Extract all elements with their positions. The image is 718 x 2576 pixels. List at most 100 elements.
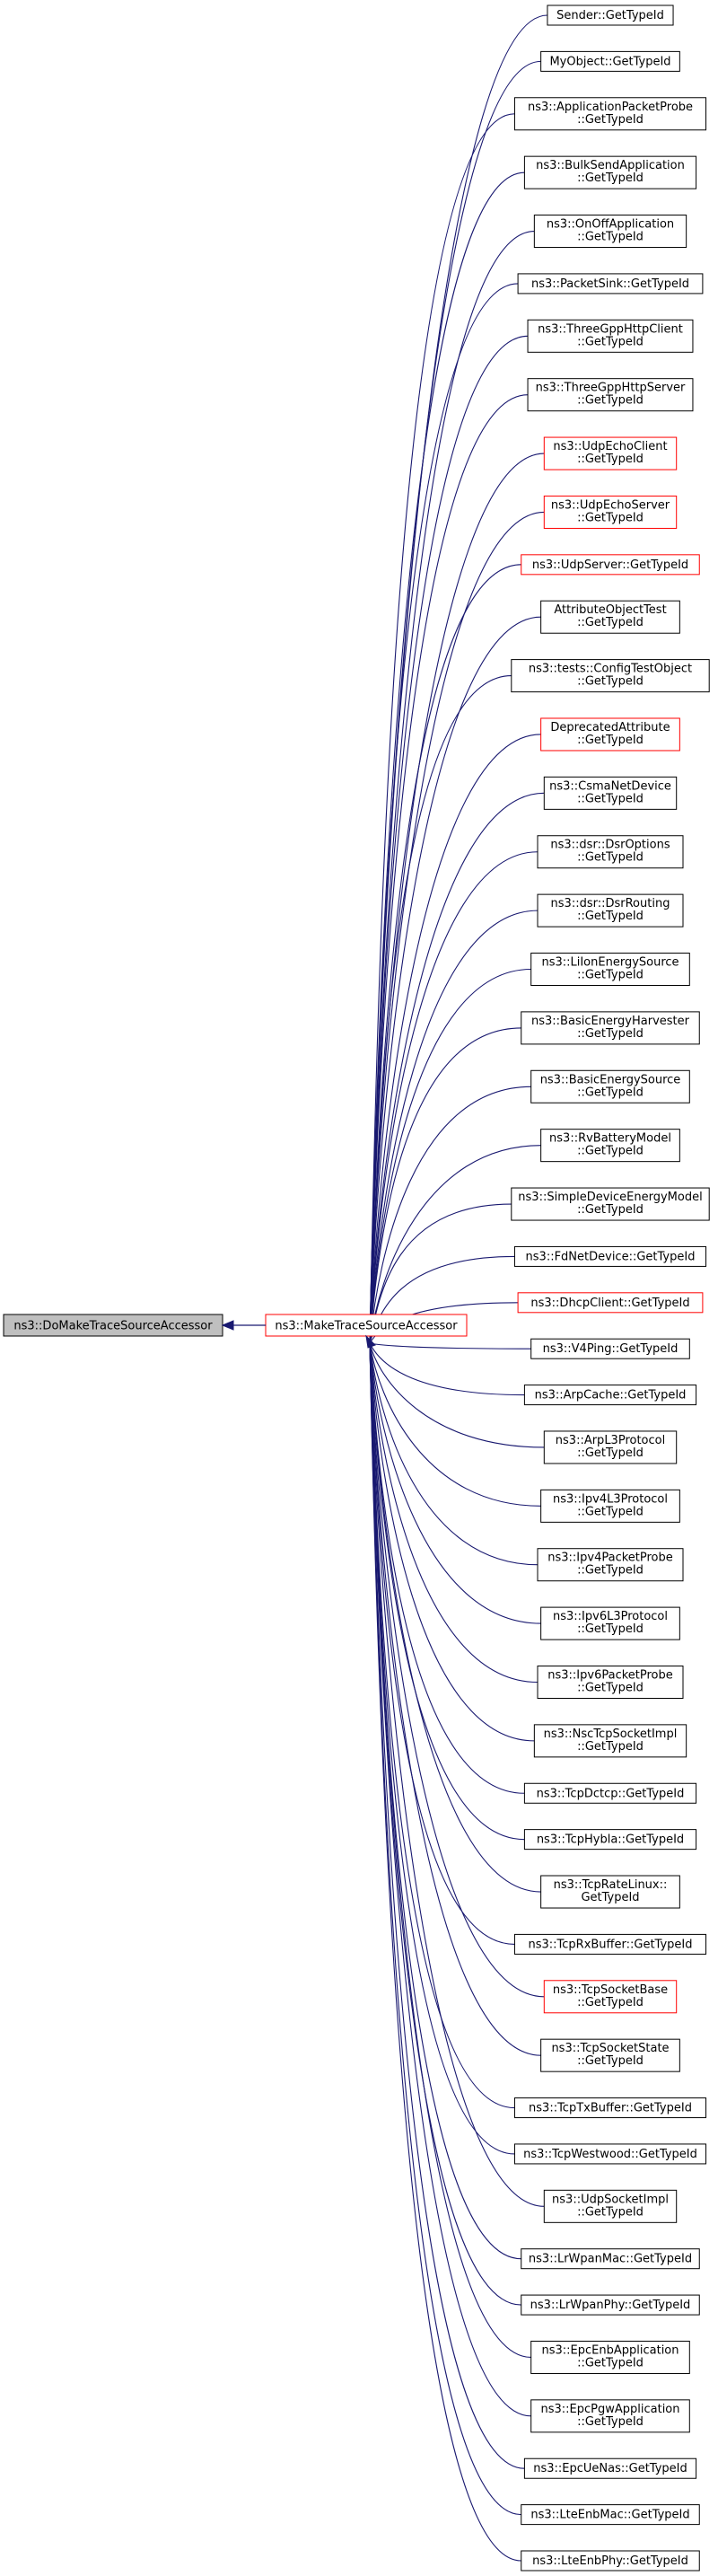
caller-node-box [521, 2504, 700, 2526]
caller-node[interactable]: ns3::LteEnbPhy::GetTypeId [521, 2550, 700, 2572]
caller-node-label: ns3::LrWpanPhy::GetTypeId [530, 2299, 691, 2312]
caller-node-box [537, 893, 684, 928]
caller-node-label: ns3::DhcpClient::GetTypeId [530, 1297, 689, 1310]
caller-node[interactable]: ns3::OnOffApplication::GetTypeId [533, 215, 687, 249]
caller-node-box [527, 378, 694, 412]
call-edge [369, 1342, 538, 1684]
caller-node[interactable]: ns3::UdpEchoClient::GetTypeId [543, 436, 678, 470]
caller-node-box [521, 2294, 700, 2316]
caller-node[interactable]: ns3::CsmaNetDevice::GetTypeId [543, 776, 678, 810]
caller-node-box [521, 2550, 700, 2572]
caller-node[interactable]: DeprecatedAttribute::GetTypeId [540, 717, 680, 752]
caller-node-box [543, 436, 678, 470]
caller-node-label: ::GetTypeId [577, 1681, 644, 1694]
caller-node-label: ::GetTypeId [577, 1996, 644, 2009]
caller-node[interactable]: ns3::UdpSocketImpl::GetTypeId [543, 2189, 678, 2223]
caller-node-label: ns3::TcpRateLinux:: [554, 1878, 668, 1892]
caller-node-label: ::GetTypeId [577, 2054, 644, 2068]
caller-node[interactable]: ns3::LrWpanMac::GetTypeId [521, 2248, 700, 2270]
call-edge [369, 968, 531, 1344]
caller-node-box [540, 50, 680, 72]
caller-node-label: ns3::OnOffApplication [547, 218, 674, 232]
caller-node[interactable]: Sender::GetTypeId [547, 4, 674, 26]
caller-node-label: ::GetTypeId [577, 851, 644, 865]
call-edge [369, 616, 541, 1344]
caller-node[interactable]: ns3::EpcPgwApplication::GetTypeId [530, 2399, 690, 2433]
caller-node[interactable]: ns3::TcpRateLinux::GetTypeId [540, 1875, 680, 1909]
caller-node[interactable]: ns3::BasicEnergySource::GetTypeId [530, 1069, 690, 1103]
caller-node[interactable]: ns3::dsr::DsrOptions::GetTypeId [537, 835, 684, 869]
caller-node-box [511, 1187, 710, 1221]
caller-node[interactable]: ns3::PacketSink::GetTypeId [517, 273, 704, 295]
caller-node[interactable]: ns3::Ipv4L3Protocol::GetTypeId [540, 1489, 680, 1523]
caller-node[interactable]: ns3::TcpSocketBase::GetTypeId [543, 1980, 678, 2014]
hub-to-root-arrowhead [221, 1320, 234, 1331]
call-edge [369, 1342, 535, 1742]
caller-node[interactable]: ns3::RvBatteryModel::GetTypeId [540, 1129, 680, 1163]
caller-node[interactable]: ns3::BulkSendApplication::GetTypeId [523, 155, 697, 189]
caller-node-label: DeprecatedAttribute [550, 721, 670, 734]
caller-node[interactable]: ns3::TcpHybla::GetTypeId [523, 1829, 697, 1851]
caller-node[interactable]: ns3::ThreeGppHttpClient::GetTypeId [527, 319, 694, 353]
caller-node-box [540, 717, 680, 752]
call-edge [369, 1342, 521, 2562]
caller-node[interactable]: ns3::ArpCache::GetTypeId [523, 1385, 697, 1406]
caller-node[interactable]: ns3::Ipv6L3Protocol::GetTypeId [540, 1606, 680, 1640]
caller-node[interactable]: ns3::Ipv4PacketProbe::GetTypeId [537, 1548, 684, 1582]
caller-node[interactable]: ns3::tests::ConfigTestObject::GetTypeId [511, 659, 710, 693]
caller-node-box [543, 2189, 678, 2223]
call-edge [369, 60, 541, 1344]
caller-node-box [517, 1292, 704, 1314]
call-edge [369, 1027, 521, 1344]
call-edge [369, 113, 515, 1344]
caller-node-box [523, 1782, 697, 1804]
call-edge [369, 1342, 541, 2056]
caller-node[interactable]: ns3::Ipv6PacketProbe::GetTypeId [537, 1665, 684, 1699]
caller-node[interactable]: ns3::TcpDctcp::GetTypeId [523, 1782, 697, 1804]
caller-node[interactable]: ns3::NscTcpSocketImpl::GetTypeId [533, 1724, 687, 1758]
caller-node[interactable]: ns3::FdNetDevice::GetTypeId [513, 1245, 707, 1267]
caller-node[interactable]: ns3::ApplicationPacketProbe::GetTypeId [513, 97, 707, 131]
caller-node-box [527, 319, 694, 353]
caller-node-label: Sender::GetTypeId [556, 9, 664, 22]
caller-node-label: ns3::BasicEnergySource [540, 1073, 681, 1086]
root-node[interactable]: ns3::DoMakeTraceSourceAccessor [3, 1314, 223, 1337]
caller-node[interactable]: ns3::ArpL3Protocol::GetTypeId [543, 1430, 678, 1464]
caller-node[interactable]: ns3::dsr::DsrRouting::GetTypeId [537, 893, 684, 928]
caller-node[interactable]: ns3::V4Ping::GetTypeId [530, 1338, 690, 1359]
caller-node[interactable]: ns3::TcpRxBuffer::GetTypeId [513, 1933, 707, 1955]
caller-node[interactable]: ns3::TcpWestwood::GetTypeId [513, 2143, 707, 2165]
caller-node-box [530, 953, 690, 987]
caller-node[interactable]: ns3::BasicEnergyHarvester::GetTypeId [521, 1011, 700, 1045]
caller-node-label: ns3::Ipv6L3Protocol [553, 1610, 668, 1623]
caller-node[interactable]: ns3::EpcUeNas::GetTypeId [523, 2457, 697, 2479]
caller-node[interactable]: AttributeObjectTest::GetTypeId [540, 600, 680, 634]
caller-node-label: ns3::PacketSink::GetTypeId [531, 277, 689, 291]
caller-node[interactable]: ns3::SimpleDeviceEnergyModel::GetTypeId [511, 1187, 710, 1221]
caller-node[interactable]: ns3::TcpSocketState::GetTypeId [540, 2038, 680, 2072]
caller-node-label: ns3::ApplicationPacketProbe [528, 101, 693, 114]
caller-node-box [543, 1430, 678, 1464]
caller-node-label: ns3::SimpleDeviceEnergyModel [518, 1191, 702, 1204]
caller-node[interactable]: ns3::EpcEnbApplication::GetTypeId [530, 2340, 690, 2374]
caller-node[interactable]: ns3::UdpServer::GetTypeId [521, 554, 700, 576]
caller-node[interactable]: ns3::ThreeGppHttpServer::GetTypeId [527, 378, 694, 412]
caller-node[interactable]: ns3::UdpEchoServer::GetTypeId [543, 495, 678, 529]
caller-node-label: GetTypeId [581, 1891, 639, 1904]
caller-node-label: ::GetTypeId [577, 675, 644, 689]
caller-node-label: ns3::ThreeGppHttpClient [538, 322, 683, 336]
caller-node-label: ns3::Ipv6PacketProbe [547, 1668, 673, 1682]
caller-node-label: ns3::ArpL3Protocol [556, 1434, 665, 1447]
caller-node[interactable]: ns3::LrWpanPhy::GetTypeId [521, 2294, 700, 2316]
caller-node[interactable]: ns3::LteEnbMac::GetTypeId [521, 2504, 700, 2526]
caller-node-label: ns3::Ipv4L3Protocol [553, 1492, 668, 1506]
caller-node[interactable]: ns3::DhcpClient::GetTypeId [517, 1292, 704, 1314]
caller-node[interactable]: ns3::TcpTxBuffer::GetTypeId [513, 2097, 707, 2119]
caller-node-label: MyObject::GetTypeId [549, 55, 670, 68]
call-edge [369, 1342, 525, 1396]
caller-node[interactable]: MyObject::GetTypeId [540, 50, 680, 72]
caller-node[interactable]: ns3::LiIonEnergySource::GetTypeId [530, 953, 690, 987]
hub-node[interactable]: ns3::MakeTraceSourceAccessor [265, 1314, 468, 1337]
caller-node-box [523, 2457, 697, 2479]
call-edge [369, 734, 541, 1344]
